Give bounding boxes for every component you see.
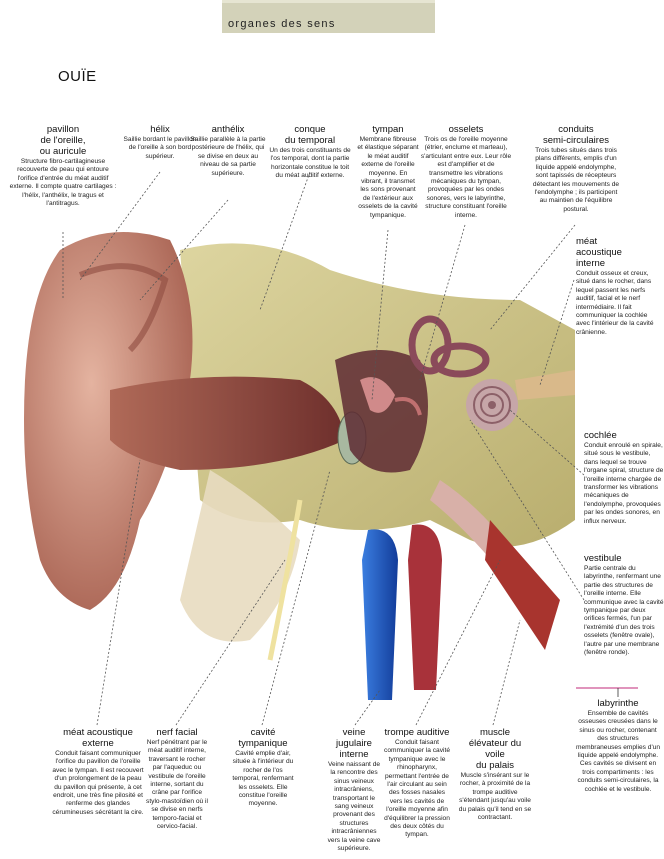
section-header-tab: organes des sens (222, 0, 435, 33)
helix-rim (78, 263, 169, 353)
leader-lines (62, 171, 585, 726)
internal-acoustic-meatus (515, 370, 575, 400)
auricle (24, 232, 193, 610)
cochlea (466, 379, 518, 431)
levator-veli-palatini-muscle (485, 520, 560, 650)
ossicles (360, 377, 422, 416)
semicircular-canals (408, 315, 490, 378)
facial-nerve (267, 499, 303, 661)
carotid-artery (408, 524, 442, 690)
external-auditory-canal (110, 376, 345, 470)
internal-jugular-vein (362, 529, 398, 700)
section-label: organes des sens (228, 18, 336, 30)
page-title: OUÏE (58, 68, 97, 85)
